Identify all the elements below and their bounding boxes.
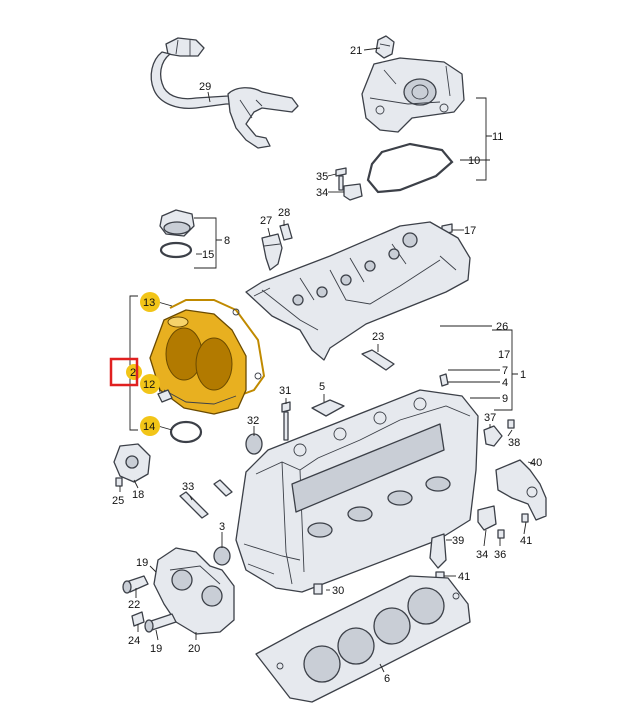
callout-26[interactable]: 26 xyxy=(496,321,508,333)
callout-37[interactable]: 37 xyxy=(484,412,496,424)
callout-25[interactable]: 25 xyxy=(112,495,124,507)
callout-2-highlighted[interactable]: 2 xyxy=(126,364,142,380)
dowel-7-part[interactable] xyxy=(439,373,449,387)
callout-34-upper[interactable]: 34 xyxy=(316,187,328,199)
callout-22[interactable]: 22 xyxy=(128,599,140,611)
callout-20[interactable]: 20 xyxy=(188,643,200,655)
oil-filler-cap-part[interactable] xyxy=(159,209,195,237)
callout-23[interactable]: 23 xyxy=(372,331,384,343)
bolt-24-part[interactable] xyxy=(131,611,145,627)
callout-9[interactable]: 9 xyxy=(502,393,508,405)
svg-text:13: 13 xyxy=(143,297,155,309)
bolt-19-top-part[interactable] xyxy=(122,575,149,594)
sensor-21-part[interactable] xyxy=(375,35,395,59)
plug-3-part[interactable] xyxy=(213,546,231,566)
pump-housing-11-part[interactable] xyxy=(361,57,465,133)
callout-10[interactable]: 10 xyxy=(468,155,480,167)
bolt-30-part[interactable] xyxy=(313,583,323,595)
sensor-37-part[interactable] xyxy=(483,425,503,447)
callout-12-highlighted[interactable]: 12 xyxy=(140,374,160,394)
o-ring-15-part[interactable] xyxy=(159,241,193,259)
callout-7[interactable]: 7 xyxy=(502,365,508,377)
callout-15[interactable]: 15 xyxy=(202,249,214,261)
sensor-34-part[interactable] xyxy=(343,183,363,201)
callout-39[interactable]: 39 xyxy=(452,535,464,547)
callout-13-highlighted[interactable]: 13 xyxy=(140,292,160,312)
svg-text:14: 14 xyxy=(143,421,155,433)
sensor-34-lower-part[interactable] xyxy=(477,505,497,531)
callout-19-top[interactable]: 19 xyxy=(136,557,148,569)
callout-35[interactable]: 35 xyxy=(316,171,328,183)
bolt-36-part[interactable] xyxy=(497,529,505,539)
callout-11[interactable]: 11 xyxy=(492,131,503,143)
callout-labels: 21 29 11 10 35 34 27 28 17 8 15 26 23 17… xyxy=(112,45,542,685)
camshaft-cover-2-part[interactable] xyxy=(149,309,247,415)
callout-30[interactable]: 30 xyxy=(332,585,344,597)
callout-21[interactable]: 21 xyxy=(350,45,362,57)
callout-41-right[interactable]: 41 xyxy=(520,535,532,547)
breather-hose-part[interactable] xyxy=(150,37,299,149)
callout-38[interactable]: 38 xyxy=(508,437,520,449)
plug-32-part[interactable] xyxy=(245,433,263,455)
bolt-19-bottom-part[interactable] xyxy=(144,613,177,633)
callout-14-highlighted[interactable]: 14 xyxy=(140,416,160,436)
bracket-40-part[interactable] xyxy=(495,459,547,521)
cover-gasket-13-part[interactable] xyxy=(169,299,266,397)
callout-36[interactable]: 36 xyxy=(494,549,506,561)
dowel-part[interactable] xyxy=(213,479,233,497)
callout-24[interactable]: 24 xyxy=(128,635,140,647)
sensor-39-part[interactable] xyxy=(429,533,447,569)
pin-23-part[interactable] xyxy=(361,349,395,371)
callout-41-lower[interactable]: 41 xyxy=(458,571,470,583)
o-ring-14-part[interactable] xyxy=(169,420,203,444)
callout-17-top[interactable]: 17 xyxy=(464,225,476,237)
callout-28[interactable]: 28 xyxy=(278,207,290,219)
leader-lines xyxy=(119,47,537,673)
callout-40[interactable]: 40 xyxy=(530,457,542,469)
bolt-28-part[interactable] xyxy=(279,223,293,241)
callout-8[interactable]: 8 xyxy=(224,235,230,247)
head-gasket-6-part[interactable] xyxy=(255,575,471,703)
callout-32[interactable]: 32 xyxy=(247,415,259,427)
bolt-41-right-part[interactable] xyxy=(521,513,529,523)
callout-4[interactable]: 4 xyxy=(502,377,508,389)
bolt-12-part[interactable] xyxy=(157,389,173,403)
callout-31[interactable]: 31 xyxy=(279,385,291,397)
svg-text:12: 12 xyxy=(143,379,155,391)
gasket-10-part[interactable] xyxy=(366,142,454,194)
callout-18[interactable]: 18 xyxy=(132,489,144,501)
bolt-31-part[interactable] xyxy=(281,401,291,441)
sprocket-18-part[interactable] xyxy=(113,443,151,483)
cylinder-head-1-part[interactable] xyxy=(235,389,479,593)
callout-34-lower[interactable]: 34 xyxy=(476,549,488,561)
bolt-38-part[interactable] xyxy=(507,419,515,429)
callout-17-mid[interactable]: 17 xyxy=(498,349,510,361)
bracket-5-part[interactable] xyxy=(311,399,345,417)
bolt-25-part[interactable] xyxy=(115,477,123,487)
callout-6[interactable]: 6 xyxy=(384,673,390,685)
callout-5[interactable]: 5 xyxy=(319,381,325,393)
callout-3[interactable]: 3 xyxy=(219,521,225,533)
selection-box xyxy=(109,357,139,387)
callout-1[interactable]: 1 xyxy=(520,369,526,381)
housing-22-part[interactable] xyxy=(153,547,235,635)
camshaft-housing-26-part[interactable] xyxy=(245,221,471,361)
injector-27-part[interactable] xyxy=(261,233,283,271)
callout-33[interactable]: 33 xyxy=(182,481,194,493)
pin-33-part[interactable] xyxy=(179,491,209,519)
callout-29[interactable]: 29 xyxy=(199,81,211,93)
svg-text:2: 2 xyxy=(130,367,136,379)
callout-27[interactable]: 27 xyxy=(260,215,272,227)
callout-19-bottom[interactable]: 19 xyxy=(150,643,162,655)
